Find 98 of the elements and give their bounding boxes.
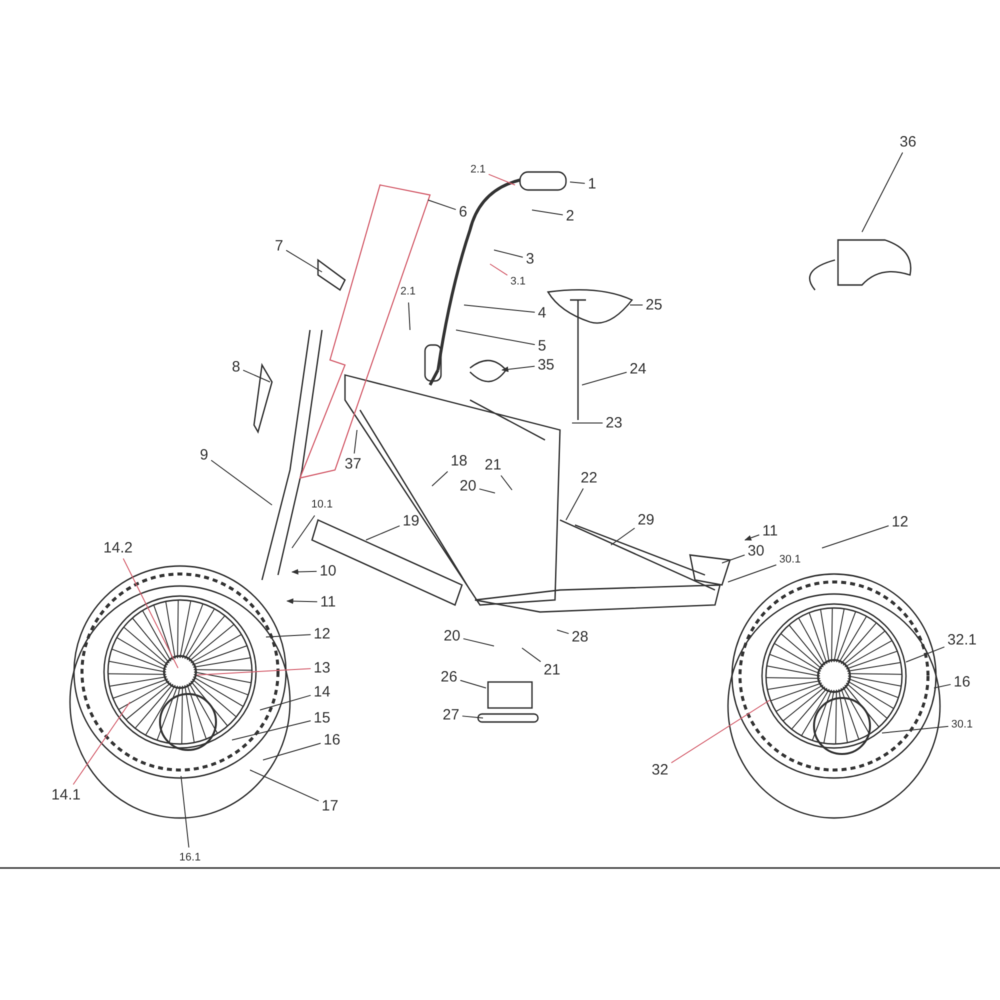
callout-number: 14.1 (50, 786, 82, 804)
leader-line (262, 742, 322, 760)
callout-number: 12 (312, 626, 332, 642)
leader-line (488, 174, 516, 186)
callout-number: 25 (644, 296, 664, 314)
callout-number: 29 (636, 512, 656, 528)
callout-number: 5 (536, 338, 548, 354)
leader-line (180, 776, 190, 848)
callout-number: 13 (312, 660, 332, 676)
leader-line (291, 569, 318, 575)
leader-line (428, 200, 456, 210)
leader-line (566, 488, 584, 520)
leader-line (744, 534, 760, 540)
callout-number: 3 (524, 250, 536, 268)
callout-number: 22 (580, 470, 598, 486)
leader-line (522, 648, 542, 662)
callout-number: 20 (442, 628, 462, 644)
callout-number: 8 (230, 358, 242, 376)
callout-number: 16 (322, 732, 342, 748)
callout-number: 3.1 (509, 274, 527, 290)
leader-line (250, 770, 320, 802)
leader-line (478, 488, 496, 494)
callout-number: 10 (318, 562, 338, 580)
leader-line (286, 250, 322, 272)
leader-line (456, 330, 536, 346)
callout-number: 32.1 (946, 632, 978, 648)
leader-line (934, 684, 952, 688)
callout-number: 7 (274, 238, 284, 254)
leader-line (494, 250, 524, 258)
leader-line (572, 422, 604, 424)
leader-line (286, 598, 318, 604)
callout-number: 14 (312, 684, 332, 700)
callout-number: 6 (458, 204, 468, 220)
leader-line (460, 680, 486, 688)
callout-number: 24 (628, 360, 648, 378)
leader-line (882, 726, 949, 734)
callout-number: 17 (320, 798, 340, 814)
leader-line (670, 700, 770, 764)
leader-line (500, 475, 512, 490)
leader-line (822, 525, 890, 548)
callout-number: 9 (198, 446, 210, 464)
leader-line (432, 471, 448, 486)
callout-number: 26 (440, 668, 458, 686)
leader-line (408, 302, 410, 330)
callout-number: 2.1 (469, 162, 487, 178)
callout-number: 1 (586, 176, 598, 192)
leader-line (906, 646, 945, 662)
callout-number: 36 (898, 134, 918, 150)
leader-line (232, 720, 312, 740)
callout-number: 30.1 (778, 552, 802, 568)
leader-line (722, 554, 746, 564)
callout-number: 16.1 (178, 850, 202, 866)
leader-line (570, 182, 586, 184)
callout-number: 37 (344, 456, 362, 472)
leader-line (266, 634, 312, 638)
callout-number: 32 (650, 762, 670, 778)
leader-line (556, 630, 570, 634)
callout-number: 2 (564, 208, 576, 224)
callout-number: 12 (890, 514, 910, 530)
callout-number: 19 (402, 512, 420, 530)
leader-line (354, 430, 358, 454)
leader-line (122, 558, 178, 668)
callout-number: 18 (450, 452, 468, 470)
callout-number: 30.1 (950, 716, 974, 734)
leader-line (501, 366, 536, 372)
callout-number: 20 (458, 478, 478, 494)
callout-number: 35 (536, 356, 556, 374)
leader-line (292, 515, 316, 548)
leader-line (490, 264, 508, 276)
leader-line (260, 694, 312, 710)
callout-number: 15 (312, 710, 332, 726)
callout-number: 4 (536, 304, 548, 322)
leader-line (462, 638, 494, 646)
leader-line (610, 528, 636, 546)
leader-line (728, 564, 777, 582)
callout-number: 10.1 (310, 496, 334, 514)
callout-number: 11 (761, 522, 779, 540)
callout-number: 27 (442, 706, 460, 724)
callout-number: 23 (604, 414, 624, 432)
leader-line (196, 668, 312, 676)
leader-line (462, 716, 484, 718)
callout-number: 21 (542, 662, 562, 678)
leader-line (532, 210, 564, 216)
callout-number: 11 (319, 594, 337, 610)
leader-line (210, 460, 272, 506)
callout-number: 14.2 (102, 540, 134, 556)
leader-line (582, 372, 628, 386)
callout-number: 21 (484, 456, 502, 474)
callout-number: 16 (952, 674, 972, 690)
callout-number: 28 (570, 628, 590, 646)
callout-number: 30 (746, 542, 766, 560)
leader-line (630, 304, 644, 306)
leader-line (72, 702, 130, 785)
callout-number: 2.1 (399, 284, 417, 300)
leader-line (862, 152, 904, 232)
leader-line (464, 304, 536, 313)
leader-line (242, 370, 270, 382)
leader-line (366, 525, 400, 540)
